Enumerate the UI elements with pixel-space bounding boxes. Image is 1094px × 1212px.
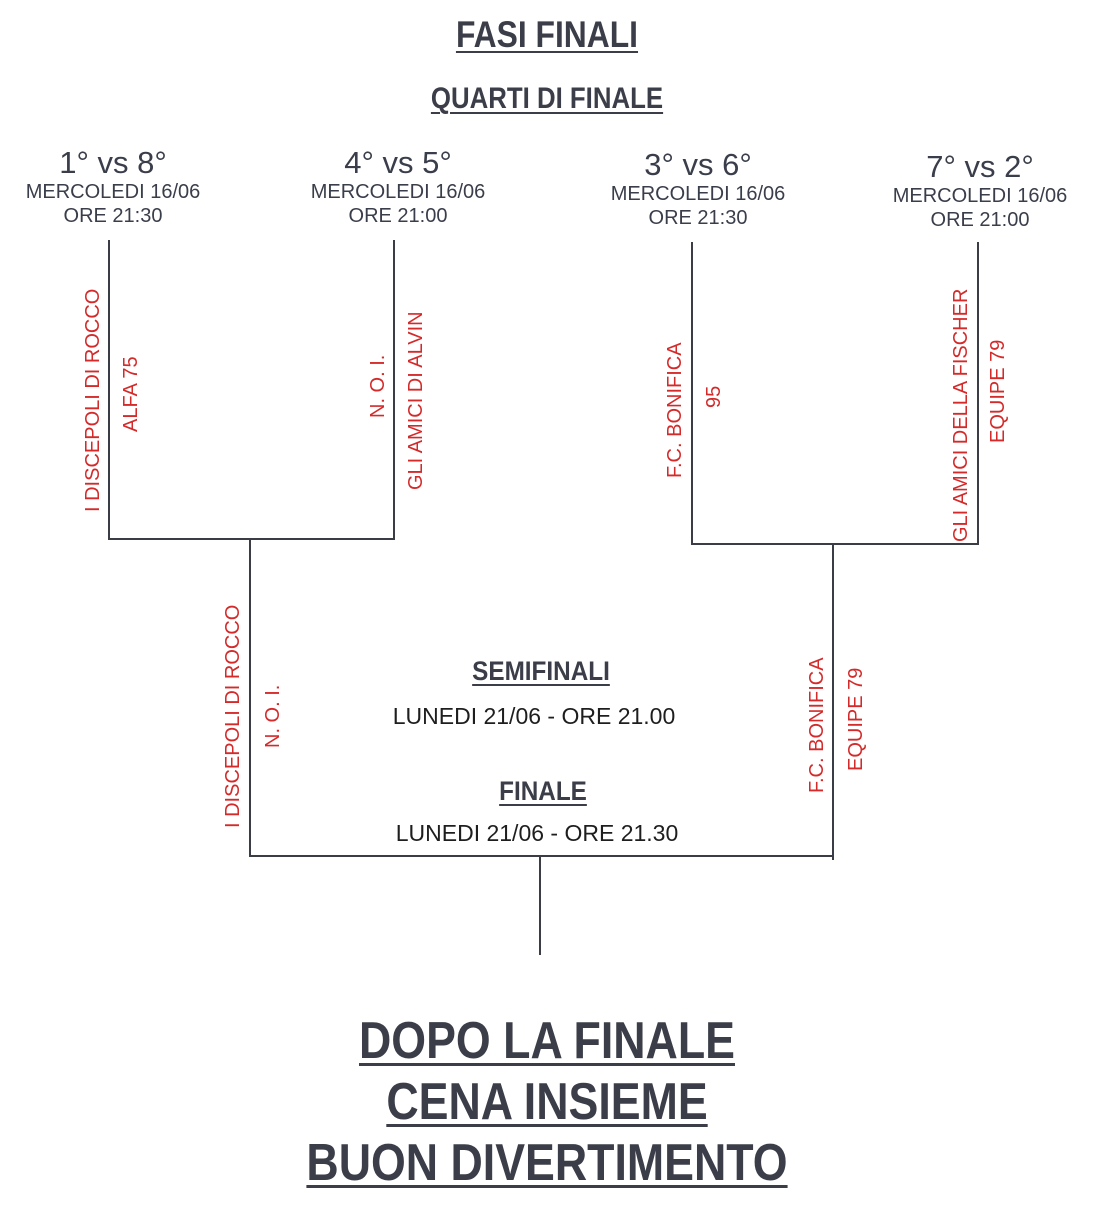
match-2-day: MERCOLEDI 16/06: [310, 181, 486, 203]
match-1-pairing: 1° vs 8°: [59, 145, 167, 180]
bracket-line-final-join: [249, 855, 834, 857]
match-1-header: 1° vs 8° MERCOLEDI 16/06 ORE 21:30: [0, 146, 243, 228]
qf2-team-bottom: GLI AMICI DI ALVIN: [405, 311, 427, 490]
bracket-line-qf-left-join: [108, 538, 395, 540]
sf-right-team-bottom: EQUIPE 79: [845, 667, 867, 771]
page-title: FASI FINALI: [455, 14, 639, 55]
match-2-time: ORE 21:00: [348, 205, 448, 227]
final-time: LUNEDI 21/06 - ORE 21.30: [395, 820, 679, 846]
qf4-team-top: GLI AMICI DELLA FISCHER: [950, 288, 972, 542]
qf2-team-top: N. O. I.: [367, 354, 389, 418]
semifinals-title: SEMIFINALI: [472, 656, 610, 686]
bracket-line-qf4: [977, 242, 979, 545]
match-3-pairing: 3° vs 6°: [644, 147, 752, 182]
sf-right-team-top: F.C. BONIFICA: [806, 657, 828, 793]
match-2-pairing: 4° vs 5°: [344, 145, 452, 180]
match-4-day: MERCOLEDI 16/06: [892, 185, 1068, 207]
bracket-line-qf3: [691, 242, 693, 545]
final-title: FINALE: [499, 776, 587, 806]
match-2-header: 4° vs 5° MERCOLEDI 16/06 ORE 21:00: [268, 146, 528, 228]
sf-left-team-bottom: N. O. I.: [262, 684, 284, 748]
closing-line-3: BUON DIVERTIMENTO: [306, 1134, 788, 1192]
closing-line-1: DOPO LA FINALE: [359, 1012, 735, 1070]
match-4-pairing: 7° vs 2°: [926, 149, 1034, 184]
quarterfinals-title: QUARTI DI FINALE: [430, 82, 664, 115]
match-4-header: 7° vs 2° MERCOLEDI 16/06 ORE 21:00: [850, 150, 1094, 232]
bracket-line-qf-right-join: [691, 543, 979, 545]
bracket-line-qf1: [108, 240, 110, 540]
match-1-day: MERCOLEDI 16/06: [25, 181, 201, 203]
match-3-day: MERCOLEDI 16/06: [610, 183, 786, 205]
qf3-team-bottom: 95: [703, 385, 725, 408]
match-3-time: ORE 21:30: [648, 207, 748, 229]
bracket-line-sf-right: [832, 544, 834, 860]
bracket-line-winner: [539, 857, 541, 955]
qf1-team-top: I DISCEPOLI DI ROCCO: [82, 288, 104, 512]
bracket-line-sf-left: [249, 539, 251, 857]
bracket-line-qf2: [393, 240, 395, 540]
closing-line-2: CENA INSIEME: [386, 1073, 708, 1131]
semifinals-time: LUNEDI 21/06 - ORE 21.00: [392, 703, 676, 729]
match-4-time: ORE 21:00: [930, 209, 1030, 231]
qf1-team-bottom: ALFA 75: [120, 356, 142, 432]
qf4-team-bottom: EQUIPE 79: [987, 339, 1009, 443]
match-1-time: ORE 21:30: [63, 205, 163, 227]
match-3-header: 3° vs 6° MERCOLEDI 16/06 ORE 21:30: [568, 148, 828, 230]
qf3-team-top: F.C. BONIFICA: [664, 342, 686, 478]
sf-left-team-top: I DISCEPOLI DI ROCCO: [222, 604, 244, 828]
